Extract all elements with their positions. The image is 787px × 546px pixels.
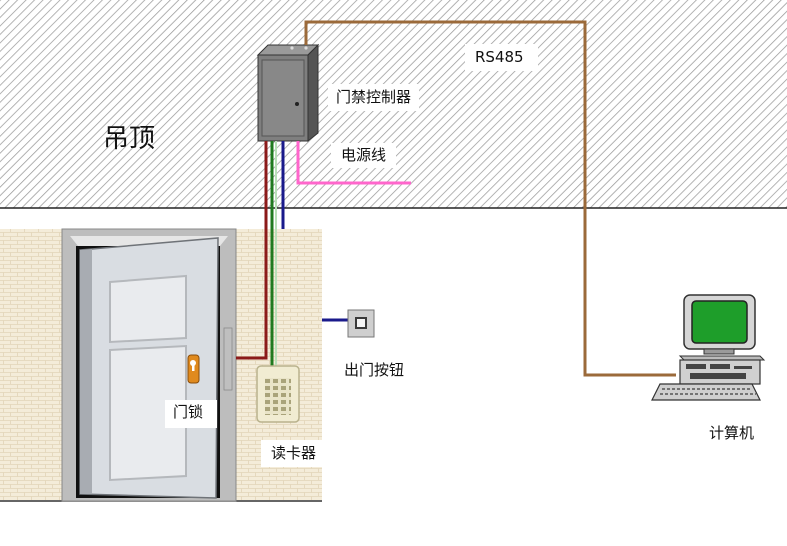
controller-label: 门禁控制器 [328,84,420,111]
lock-wire [236,141,268,360]
exit-button-label: 出门按钮 [338,357,417,384]
ceiling-label: 吊顶 [103,124,156,154]
card-reader-label: 读卡器 [261,440,327,467]
power-line-label: 电源线 [331,143,397,168]
door-lock-device [187,354,200,384]
exit-button-device [347,309,375,338]
controller-box [256,43,320,143]
power-cable [296,141,411,185]
computer-label: 计算机 [699,420,767,451]
door [61,228,237,502]
card-reader-device [256,365,300,423]
rs485-cable [304,20,676,377]
computer-device [651,294,766,401]
door-lock-label: 门锁 [165,400,218,428]
rs485-label: RS485 [465,44,538,71]
wall-left [0,229,62,500]
